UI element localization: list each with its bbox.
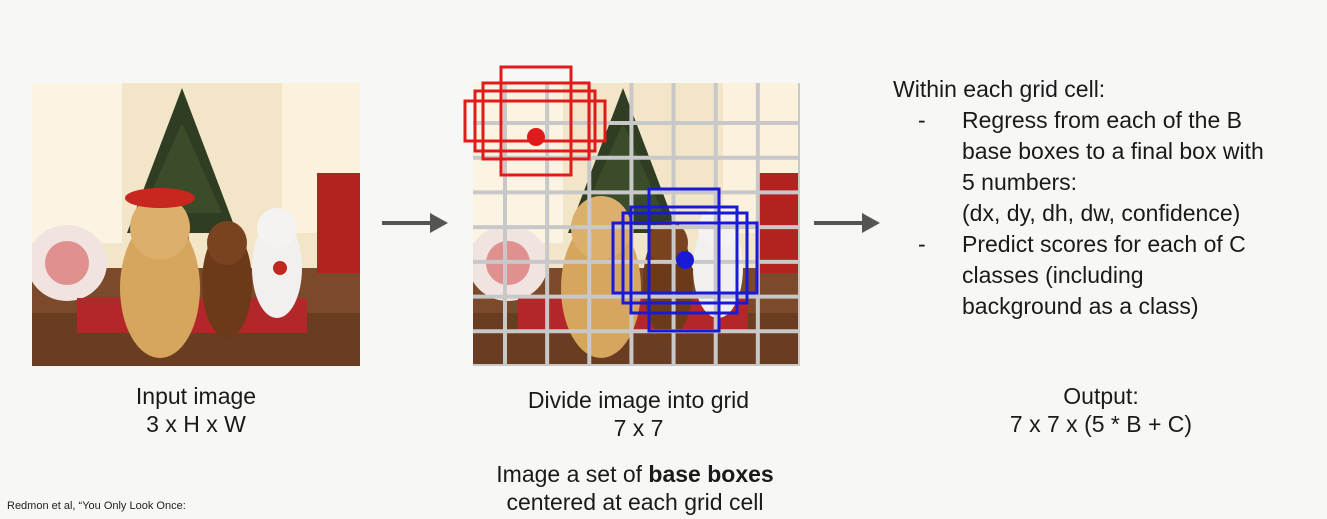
bullet-line: classes (including [962, 262, 1144, 288]
input-caption-title: Input image [135, 383, 257, 409]
bullet-line: Regress from each of the B [962, 107, 1242, 133]
output-caption-title: Output: [1063, 383, 1139, 409]
base-boxes-caption: Image a set of base boxes centered at ea… [450, 460, 820, 516]
blue-base-box [647, 187, 721, 333]
blue-base-box [629, 205, 739, 315]
citation: Redmon et al, “You Only Look Once: [7, 500, 186, 512]
bullet-line: base boxes to a final box with [962, 138, 1264, 164]
red-center-dot [527, 128, 545, 146]
red-base-boxes [463, 65, 607, 177]
blue-base-boxes [611, 187, 759, 333]
input-image-scene [32, 83, 360, 366]
red-base-box [499, 65, 573, 177]
input-caption-shape: 3 x H x W [146, 411, 246, 437]
grid-caption: Divide image into grid 7 x 7 [486, 386, 791, 442]
bullet-regress: - Regress from each of the B base boxes … [893, 105, 1323, 229]
description-heading: Within each grid cell: [893, 76, 1106, 102]
bullet-line: background as a class) [962, 293, 1199, 319]
input-caption: Input image 3 x H x W [96, 382, 296, 438]
blue-base-box [621, 211, 749, 305]
base-boxes-prefix: Image a set of [496, 461, 649, 487]
bullet-line: Predict scores for each of C [962, 231, 1246, 257]
bullet-predict: - Predict scores for each of C classes (… [893, 229, 1323, 322]
grid-image [463, 65, 800, 366]
bullet-line: (dx, dy, dh, dw, confidence) [962, 200, 1241, 226]
blue-center-dot [676, 251, 694, 269]
grid-cell-description: Within each grid cell: - Regress from ea… [893, 74, 1323, 322]
right-arrow-icon [380, 210, 450, 241]
grid-caption-title: Divide image into grid [527, 387, 750, 413]
red-base-box [481, 81, 591, 161]
output-caption: Output: 7 x 7 x (5 * B + C) [960, 382, 1242, 438]
red-base-box [473, 89, 597, 153]
input-image [32, 83, 360, 366]
blue-base-box [611, 221, 759, 295]
bullet-dash: - [918, 231, 926, 257]
bullet-line: 5 numbers: [962, 169, 1078, 195]
output-caption-shape: 7 x 7 x (5 * B + C) [1009, 411, 1193, 437]
base-boxes-caption-line1: Image a set of base boxes [450, 460, 820, 488]
base-boxes-caption-line2: centered at each grid cell [506, 489, 764, 515]
grid-caption-size: 7 x 7 [613, 415, 664, 441]
grid-image-scene [463, 65, 800, 366]
base-boxes-bold: base boxes [648, 461, 774, 487]
right-arrow-icon [812, 210, 882, 241]
bullet-dash: - [918, 107, 926, 133]
